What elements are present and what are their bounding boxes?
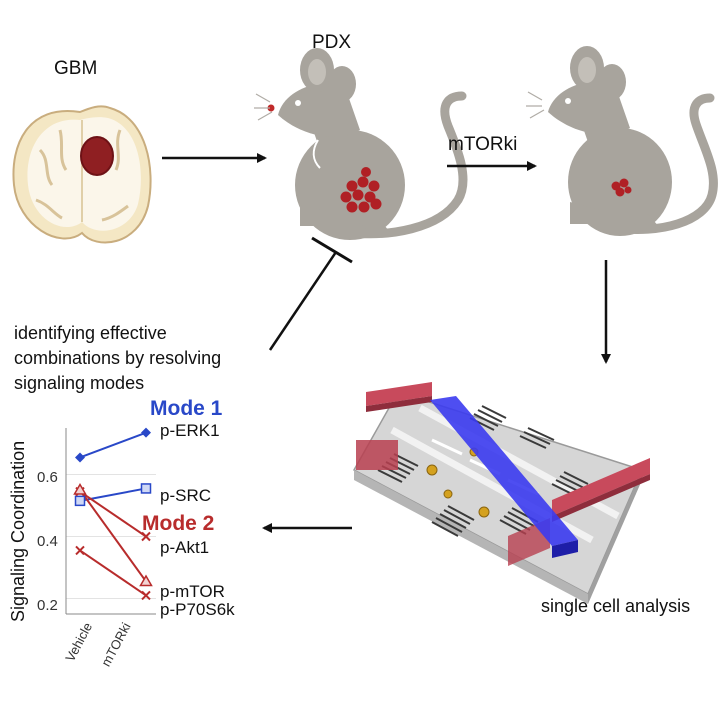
chart-y-axis-title: Signaling Coordination [8, 440, 28, 622]
pdx-label: PDX [312, 32, 352, 53]
chart-gridlines [66, 474, 156, 599]
series-label-p-p70s6k: p-P70S6k [160, 600, 235, 619]
single-cell-label: single cell analysis [541, 596, 691, 616]
inhibition-line [268, 251, 338, 351]
marker-p-src-vehicle [74, 495, 86, 507]
series-label-p-mtor: p-mTOR [160, 582, 225, 601]
inhibition-bar [311, 236, 353, 264]
treated-tumor [611, 178, 632, 197]
marker-p-mtor-mtorki [139, 574, 153, 587]
series-line-p-erk1 [79, 431, 147, 459]
series-label-p-src: p-SRC [160, 486, 212, 505]
y-tick-0.6: 0.6 [37, 469, 58, 486]
single-cell-chip-image [352, 382, 650, 604]
y-tick-0.4: 0.4 [37, 533, 58, 550]
pdx-tumor-cluster [340, 167, 382, 213]
marker-p-src-mtorki [140, 483, 152, 494]
marker-p-erk1-mtorki [141, 427, 151, 438]
marker-p-erk1-vehicle [75, 452, 85, 463]
mode-2-label: Mode 2 [142, 512, 215, 535]
series-label-p-erk1: p-ERK1 [160, 421, 220, 440]
caption-line-1: identifying effective [14, 323, 167, 343]
series-line-p-p70s6k [79, 549, 147, 597]
caption-line-3: signaling modes [14, 373, 145, 393]
series-line-p-mtor [79, 489, 147, 583]
signaling-chart [65, 427, 156, 615]
pdx-mouse-image [254, 48, 468, 240]
caption-line-2: combinations by resolving [14, 348, 222, 368]
series-line-p-akt1 [79, 490, 147, 538]
treatment-label: mTORki [448, 134, 518, 155]
marker-p-mtor-vehicle [73, 483, 87, 495]
mode-1-label: Mode 1 [150, 397, 223, 420]
gbm-tumor [80, 136, 114, 176]
marker-p-p70s6k-vehicle [75, 545, 85, 556]
treated-mouse-image [526, 46, 718, 236]
marker-p-akt1-mtorki [141, 531, 151, 542]
gbm-label: GBM [54, 58, 98, 79]
gbm-brain-image [12, 105, 152, 244]
series-label-p-akt1: p-Akt1 [160, 538, 210, 557]
y-tick-0.2: 0.2 [37, 597, 58, 614]
marker-p-p70s6k-mtorki [141, 590, 151, 601]
